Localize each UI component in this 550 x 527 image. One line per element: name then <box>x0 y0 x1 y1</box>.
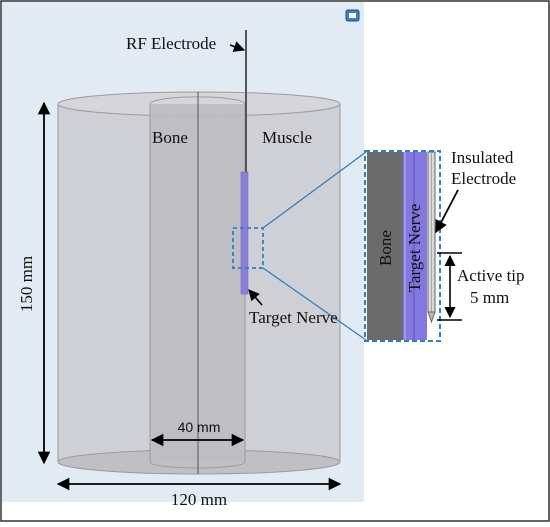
bone-diameter-label: 40 mm <box>178 419 221 435</box>
bone-label: Bone <box>152 128 188 147</box>
inset-nerve-label: Target Nerve <box>405 204 424 293</box>
muscle-label: Muscle <box>262 128 312 147</box>
active-tip-label-line1: Active tip <box>457 266 525 285</box>
rf-electrode-label: RF Electrode <box>126 34 216 53</box>
window-icon[interactable] <box>345 9 360 22</box>
inset-electrode-tip <box>427 311 436 324</box>
inset-nerve-layer <box>403 152 427 340</box>
height-dimension-label: 150 mm <box>17 256 36 312</box>
callout-box-small <box>232 227 264 269</box>
insulated-label-line2: Electrode <box>451 169 516 188</box>
inset-zoom <box>364 150 441 342</box>
inset-bone-label: Bone <box>376 230 395 266</box>
inset-frame <box>364 150 441 342</box>
target-nerve-arrow <box>248 289 263 306</box>
callout-connector-bottom <box>262 267 367 341</box>
inset-bone-layer <box>367 152 403 340</box>
width-dimension-label: 120 mm <box>171 490 227 509</box>
active-tip-label-line2: 5 mm <box>470 288 509 307</box>
insulated-label-line1: Insulated <box>451 148 514 167</box>
callout-connector-top <box>262 151 367 229</box>
rf-electrode-arrow <box>229 41 246 52</box>
insulated-arrow <box>435 189 459 234</box>
target-nerve-bar <box>240 171 249 295</box>
target-nerve-label: Target Nerve <box>249 308 338 327</box>
